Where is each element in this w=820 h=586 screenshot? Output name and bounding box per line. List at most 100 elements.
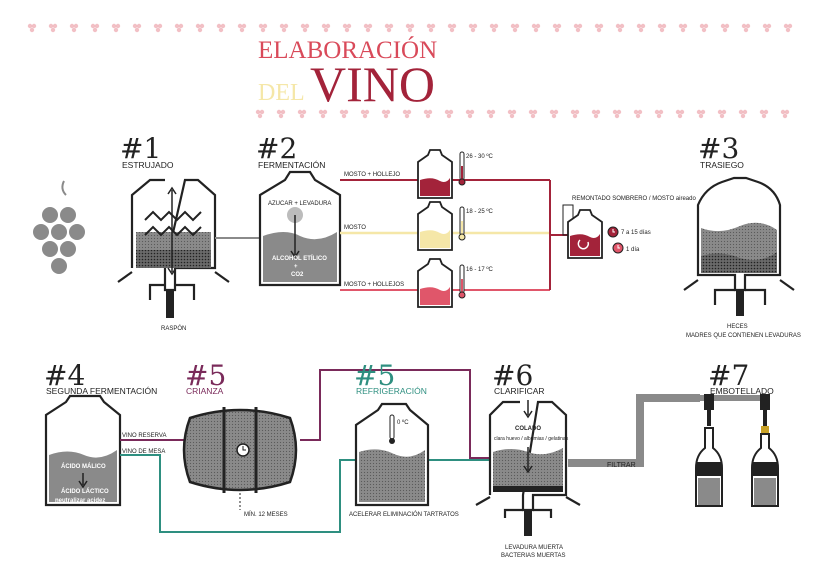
clock-icon (612, 242, 624, 254)
remontado-time2: 1 día (626, 247, 640, 253)
grape-ornament-icon (675, 109, 685, 119)
step1-bottom-label: RASPÓN (161, 325, 186, 332)
step2-number: #2 (256, 132, 297, 165)
step3-bottom2: MADRES QUE CONTIENEN LEVADURAS (686, 333, 801, 339)
fermentation-branches (340, 179, 568, 291)
ferment-rose-label: MOSTO + HOLLEJOS (344, 282, 404, 288)
grape-ornament-icon (591, 109, 601, 119)
grape-ornament-icon (258, 23, 268, 33)
fermentation-tank (258, 170, 342, 287)
grape-ornament-icon (738, 109, 748, 119)
grape-ornament-icon (552, 23, 562, 33)
step5b-temp: 0 ºC (397, 419, 409, 426)
grape-ornament-icon (780, 109, 790, 119)
grape-ornament-icon (48, 23, 58, 33)
grape-ornament-icon (468, 23, 478, 33)
step4-number: #4 (44, 359, 85, 392)
white-wine-tank (417, 201, 453, 251)
grape-ornament-icon (255, 109, 265, 119)
step5a-number: #5 (185, 359, 226, 392)
step7-number: #7 (708, 359, 749, 392)
grape-ornament-icon (276, 109, 286, 119)
thermometer-white-icon (458, 206, 466, 241)
step6-bottom2: BACTERIAS MUERTAS (501, 553, 565, 559)
grape-ornament-icon (741, 23, 751, 33)
step2-inner3: CO2 (291, 272, 304, 278)
ferment-white-label: MOSTO (344, 225, 366, 231)
remontado-label: REMONTADO SOMBRERO / MOSTO aireado (572, 196, 696, 202)
step2-top-label: AZUCAR + LEVADURA (268, 201, 331, 207)
grape-ornament-icon (69, 23, 79, 33)
grape-ornament-icon (633, 109, 643, 119)
grape-ornament-icon (507, 109, 517, 119)
ferment-white-temp: 18 - 25 ºC (466, 208, 494, 215)
grape-ornament-icon (531, 23, 541, 33)
grape-ornament-icon (426, 23, 436, 33)
step3-bottom1: HECES (727, 324, 748, 330)
step5b-number: #5 (354, 359, 395, 392)
grape-ornament-icon (699, 23, 709, 33)
step6-inner1: COLADO (515, 426, 541, 432)
remontado-tank (562, 204, 603, 259)
grape-ornament-icon (195, 23, 205, 33)
grape-ornament-icon (153, 23, 163, 33)
title-line1: ELABORACIÓN (258, 36, 437, 64)
step2-inner1: ALCOHOL ETÍLICO (272, 254, 327, 262)
step4-title: SEGUNDA FERMENTACIÓN (46, 386, 157, 396)
grape-ornament-icon (528, 109, 538, 119)
grape-ornament-icon (321, 23, 331, 33)
grape-ornament-icon (636, 23, 646, 33)
step1-number: #1 (120, 132, 161, 165)
grape-ornament-icon (489, 23, 499, 33)
ferment-red-label: MOSTO + HOLLEJO (344, 172, 400, 178)
step6-bottom1: LEVADURA MUERTA (505, 545, 563, 551)
grape-ornament-icon (111, 23, 121, 33)
grape-ornament-icon (615, 23, 625, 33)
step4-line2: VINO DE MESA (122, 449, 165, 455)
grape-ornament-icon (384, 23, 394, 33)
grape-ornament-icon (447, 23, 457, 33)
grape-ornament-icon (654, 109, 664, 119)
wine-bottle-icon (751, 426, 779, 507)
grape-ornament-icon (549, 109, 559, 119)
grape-ornament-icon (573, 23, 583, 33)
step5b-bottom: ACELERAR ELIMINACIÓN TARTRATOS (349, 511, 459, 518)
grape-ornament-icon (300, 23, 310, 33)
thermometer-rose-icon (458, 264, 466, 299)
oak-barrel (182, 407, 298, 510)
step1-title: ESTRUJADO (122, 160, 174, 170)
page-title: ELABORACIÓN DEL VINO (258, 36, 437, 112)
grape-ornament-icon (570, 109, 580, 119)
grape-ornament-icon (696, 109, 706, 119)
step4-line1: VINO RESERVA (122, 433, 166, 439)
clock-icon (607, 226, 619, 238)
clock-icon (236, 443, 250, 457)
grape-ornament-icon (717, 109, 727, 119)
red-wine-tank (417, 149, 453, 199)
grape-ornament-icon (594, 23, 604, 33)
bottling-station (704, 394, 770, 426)
title-vino: VINO (310, 56, 435, 112)
malolactic-tank (44, 394, 122, 507)
grape-ornament-icon (90, 23, 100, 33)
grape-ornament-icon (783, 23, 793, 33)
grape-ornament-icon (297, 109, 307, 119)
grape-ornament-icon (132, 23, 142, 33)
step3-title: TRASIEGO (700, 160, 744, 170)
step4-inner1: ÁCIDO MÁLICO (61, 463, 106, 470)
grape-bunch-icon (33, 180, 85, 274)
step6-title: CLARIFICAR (494, 386, 545, 396)
step5a-title: CRIANZA (186, 386, 224, 396)
step4-inner2: ÁCIDO LÁCTICO (61, 488, 109, 495)
step3-number: #3 (698, 132, 739, 165)
grape-ornament-icon (405, 23, 415, 33)
ferment-red-temp: 26 - 30 ºC (466, 153, 494, 160)
grape-ornament-icon (657, 23, 667, 33)
filter-label: FILTRAR (607, 462, 636, 469)
grape-ornament-icon (27, 23, 37, 33)
grape-ornament-icon (486, 109, 496, 119)
step6-number: #6 (492, 359, 533, 392)
wine-bottle-icon (695, 427, 723, 507)
step4-inner3: neutralizar acidez (55, 498, 105, 504)
grape-ornament-icon (510, 23, 520, 33)
